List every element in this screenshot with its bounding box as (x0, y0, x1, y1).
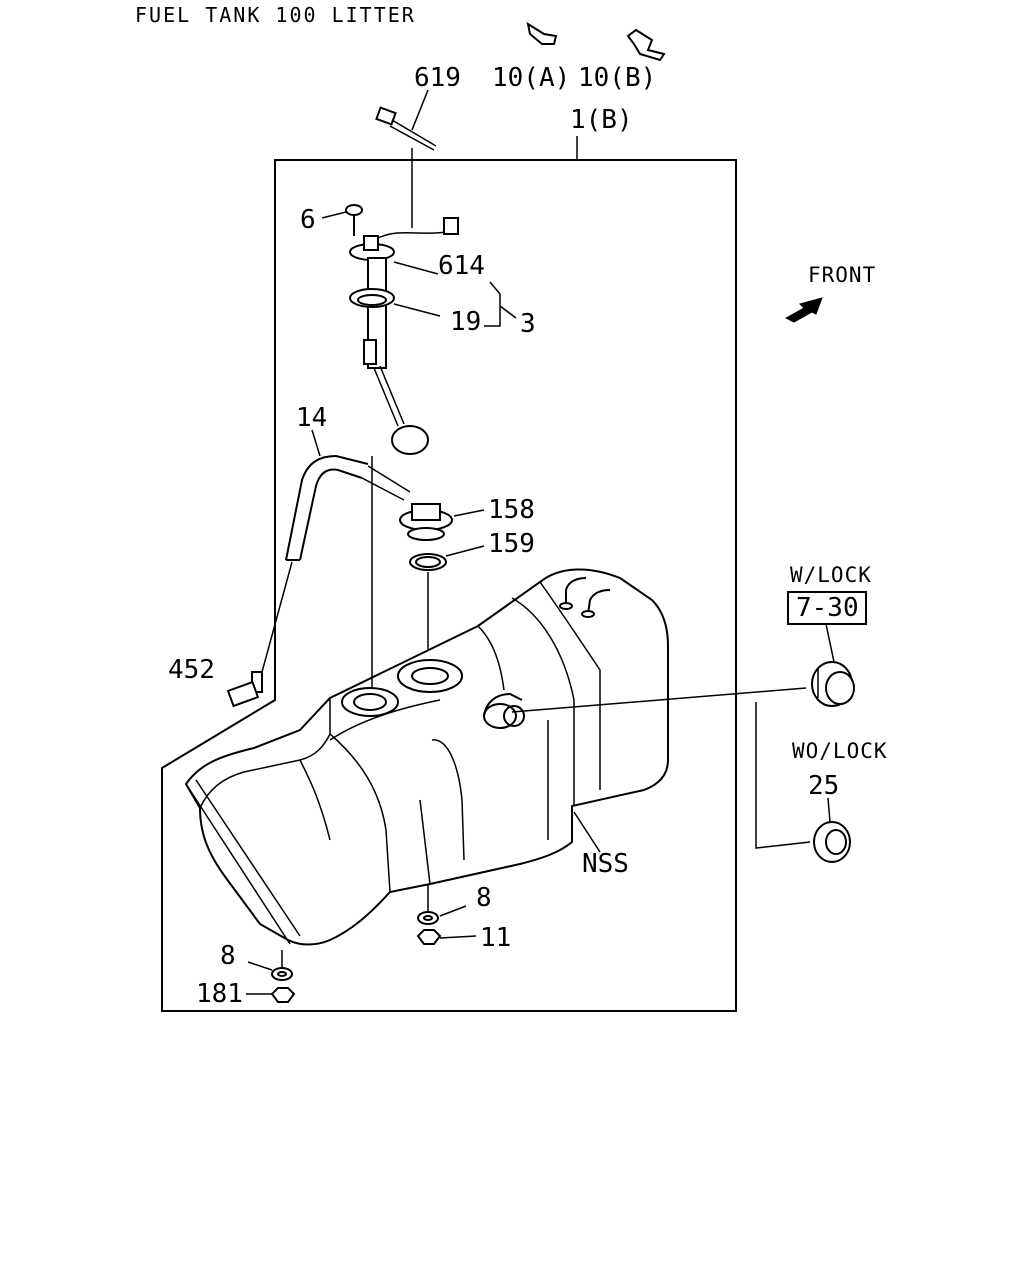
vent-pipes (559, 577, 611, 618)
cable-tie-619-part[interactable] (375, 106, 437, 151)
callout-1b[interactable]: 1(B) (570, 105, 633, 135)
callout-619[interactable]: 619 (414, 63, 461, 93)
front-label: FRONT (808, 263, 876, 287)
callout-3[interactable]: 3 (520, 309, 536, 339)
vent-hose-14-part[interactable] (285, 454, 411, 561)
fuel-tank-body (184, 568, 669, 946)
callout-6[interactable]: 6 (300, 205, 316, 235)
callout-8-center[interactable]: 8 (476, 883, 492, 913)
screw-6-part[interactable] (345, 204, 363, 236)
callout-25[interactable]: 25 (808, 771, 839, 801)
diagram-title: FUEL TANK 100 LITTER (135, 3, 416, 27)
clip-10b-part[interactable] (626, 28, 666, 62)
callout-10b[interactable]: 10(B) (578, 63, 656, 93)
ref-7-30-box (787, 591, 867, 625)
callout-614[interactable]: 614 (438, 251, 485, 281)
gasket-159-part[interactable] (409, 553, 447, 571)
assembly-frame (161, 159, 737, 1012)
vent-cap-158-part[interactable] (399, 503, 453, 541)
callout-nss[interactable]: NSS (582, 849, 629, 879)
callout-14[interactable]: 14 (296, 403, 327, 433)
washer-8-left-part[interactable] (271, 967, 293, 981)
callout-181[interactable]: 181 (196, 979, 243, 1009)
callout-158[interactable]: 158 (488, 495, 535, 525)
fuel-cap-with-lock-part[interactable] (811, 661, 855, 707)
fuel-sender-unit-3-part[interactable] (349, 217, 459, 455)
w-lock-label: W/LOCK (790, 563, 872, 587)
pump-opening (397, 659, 463, 693)
nut-11-part[interactable] (416, 929, 442, 945)
callout-19[interactable]: 19 (450, 307, 481, 337)
gasket-19-part[interactable] (357, 294, 387, 306)
clip-10a-part[interactable] (526, 21, 558, 45)
washer-8-center-part[interactable] (417, 911, 439, 925)
wo-lock-label: WO/LOCK (792, 739, 888, 763)
sender-opening (341, 687, 399, 717)
fitting-452-part[interactable] (226, 671, 263, 708)
callout-7-30[interactable]: 7-30 (796, 593, 859, 623)
nut-181-part[interactable] (270, 987, 296, 1003)
front-arrow-icon (784, 297, 823, 323)
callout-452[interactable]: 452 (168, 655, 215, 685)
callout-159[interactable]: 159 (488, 529, 535, 559)
fuel-cap-without-lock-part[interactable] (813, 821, 851, 863)
callout-8-left[interactable]: 8 (220, 941, 236, 971)
callout-10a[interactable]: 10(A) (492, 63, 570, 93)
filler-neck (483, 692, 525, 729)
callout-11[interactable]: 11 (480, 923, 511, 953)
